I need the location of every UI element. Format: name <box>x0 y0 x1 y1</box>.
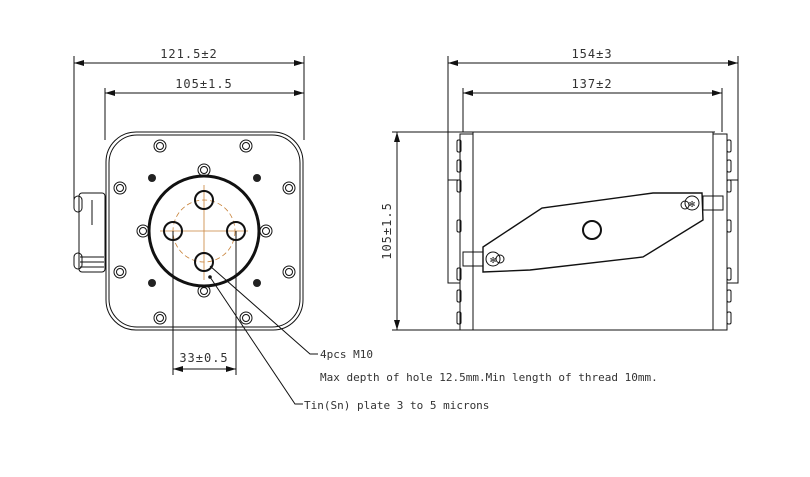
dimension-label: 154±3 <box>571 47 612 61</box>
screw-icon <box>116 268 124 276</box>
bolt-head <box>456 289 462 303</box>
leader-thread-note: 4pcs M10 Max depth of hole 12.5mm.Min le… <box>209 265 658 384</box>
screw-icon <box>156 142 164 150</box>
screw-icon <box>242 314 250 322</box>
side-view: 154±3 137±2 105±1.5 ✻ <box>380 47 739 331</box>
dimension-label: 137±2 <box>571 77 612 91</box>
screw-icon <box>113 181 127 195</box>
bolt-head <box>726 311 732 325</box>
screw-icon <box>136 224 150 238</box>
body-outline <box>105 131 304 331</box>
right-flange <box>712 133 728 331</box>
dimension-height: 105±1.5 <box>380 131 715 331</box>
screw-icon <box>197 284 211 298</box>
screw-icon <box>156 314 164 322</box>
bolt-heads <box>456 139 732 325</box>
dark-dots <box>148 174 261 287</box>
screw-icon <box>485 251 501 267</box>
bolt-head <box>456 311 462 325</box>
dimension-body-length: 137±2 <box>462 77 723 132</box>
note-thread-title: 4pcs M10 <box>320 348 373 361</box>
screw-icon <box>153 139 167 153</box>
screw-icon <box>153 311 167 325</box>
bolt-head <box>726 159 732 173</box>
center-hole <box>582 220 602 240</box>
screw-icon <box>262 227 270 235</box>
bolt-head <box>726 219 732 233</box>
screw-icon <box>259 224 273 238</box>
strap-plate: ✻ ✻ <box>462 192 724 273</box>
svg-text:✻: ✻ <box>490 255 496 266</box>
screw-icon <box>197 163 211 177</box>
bolt-head <box>726 139 732 153</box>
screw-icon <box>282 265 296 279</box>
screws <box>113 139 296 325</box>
screw-icon <box>200 166 208 174</box>
screw-icon <box>116 184 124 192</box>
cylinder-body <box>472 131 714 331</box>
dimension-label: 105±1.5 <box>380 202 394 260</box>
bolt-head <box>726 289 732 303</box>
dimension-overall-width: 121.5±2 <box>73 47 305 200</box>
screw-icon <box>113 265 127 279</box>
screw-icon <box>239 139 253 153</box>
screw-icon <box>285 184 293 192</box>
bolt-head <box>456 139 462 153</box>
bolt-head <box>456 267 462 281</box>
connector <box>73 192 106 273</box>
bolt-head <box>456 219 462 233</box>
front-view: 121.5±2 105±1.5 <box>73 47 658 412</box>
left-flange <box>459 133 474 331</box>
screw-icon <box>139 227 147 235</box>
dimension-label: 105±1.5 <box>175 77 233 91</box>
bolt-head <box>726 267 732 281</box>
dimension-body-width: 105±1.5 <box>104 77 304 140</box>
note-plating: Tin(Sn) plate 3 to 5 microns <box>304 399 489 412</box>
leader-plating-note: Tin(Sn) plate 3 to 5 microns <box>209 276 489 412</box>
screw-icon <box>282 181 296 195</box>
dimension-label: 121.5±2 <box>160 47 218 61</box>
screw-icon <box>242 142 250 150</box>
svg-text:✻: ✻ <box>689 199 695 210</box>
screw-icon <box>239 311 253 325</box>
screw-icon <box>285 268 293 276</box>
note-thread-detail: Max depth of hole 12.5mm.Min length of t… <box>320 371 658 384</box>
bolt-head <box>456 159 462 173</box>
bolt-head <box>726 179 732 193</box>
bolt-head <box>456 179 462 193</box>
screw-icon <box>200 287 208 295</box>
screw-icon <box>684 195 700 211</box>
dimension-hole-spacing: 33±0.5 <box>172 231 237 375</box>
dimension-label: 33±0.5 <box>179 351 228 365</box>
